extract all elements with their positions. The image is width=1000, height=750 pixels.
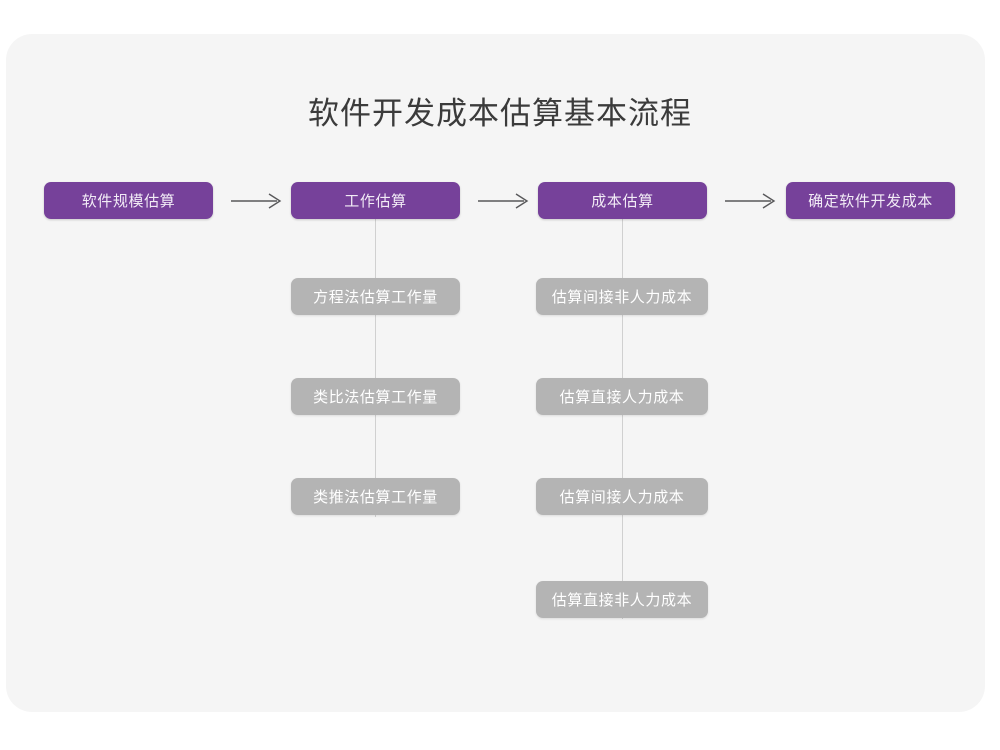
sub-node-direct-labor-cost[interactable]: 估算直接人力成本	[536, 378, 708, 415]
sub-node-indirect-labor-cost[interactable]: 估算间接人力成本	[536, 478, 708, 515]
branch-line-cost-estimation	[622, 219, 623, 619]
flow-node-determine-development-cost[interactable]: 确定软件开发成本	[786, 182, 955, 219]
flow-node-label: 工作估算	[344, 193, 407, 210]
sub-node-label: 类比法估算工作量	[313, 389, 438, 406]
flow-node-software-scale-estimation[interactable]: 软件规模估算	[44, 182, 213, 219]
arrow-right-icon-2	[478, 193, 529, 209]
diagram-card	[6, 34, 985, 712]
sub-node-inference-method-workload[interactable]: 类推法估算工作量	[291, 478, 460, 515]
flow-node-label: 确定软件开发成本	[808, 193, 933, 210]
sub-node-equation-method-workload[interactable]: 方程法估算工作量	[291, 278, 460, 315]
flow-node-label: 软件规模估算	[81, 193, 176, 210]
flow-node-work-estimation[interactable]: 工作估算	[291, 182, 460, 219]
sub-node-label: 类推法估算工作量	[313, 489, 438, 506]
flow-node-label: 成本估算	[591, 193, 654, 210]
sub-node-label: 方程法估算工作量	[313, 289, 438, 306]
flow-node-cost-estimation[interactable]: 成本估算	[538, 182, 707, 219]
page-title: 软件开发成本估算基本流程	[308, 96, 692, 131]
sub-node-analogy-method-workload[interactable]: 类比法估算工作量	[291, 378, 460, 415]
sub-node-label: 估算间接非人力成本	[551, 289, 693, 306]
sub-node-indirect-nonlabor-cost[interactable]: 估算间接非人力成本	[536, 278, 708, 315]
arrow-right-icon-3	[725, 193, 776, 209]
sub-node-label: 估算直接非人力成本	[551, 592, 693, 609]
branch-line-work-estimation	[375, 219, 376, 517]
sub-node-direct-nonlabor-cost[interactable]: 估算直接非人力成本	[536, 581, 708, 618]
sub-node-label: 估算直接人力成本	[559, 389, 685, 406]
sub-node-label: 估算间接人力成本	[559, 489, 685, 506]
arrow-right-icon-1	[231, 193, 282, 209]
